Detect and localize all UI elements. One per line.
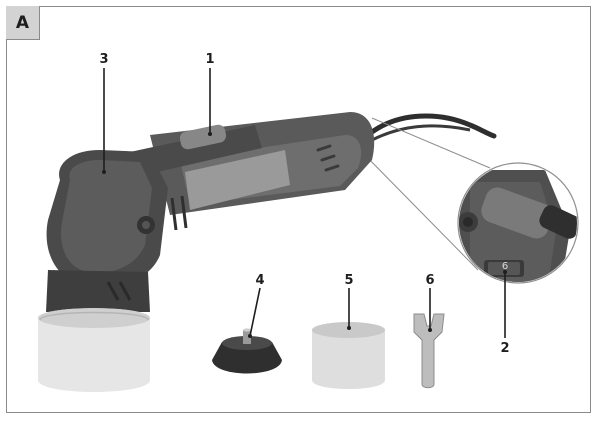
- leader-4: [249, 287, 261, 337]
- zoom-line-bottom: [359, 149, 479, 271]
- panel-label: A: [6, 6, 40, 40]
- figure-frame: [6, 6, 591, 413]
- power-cord: [369, 113, 497, 139]
- callout-3-label: 3: [99, 52, 109, 67]
- polisher-body: [38, 112, 375, 392]
- zoom-inset: [457, 162, 579, 284]
- callout-6-label: 6: [425, 273, 435, 288]
- leader-lines: [103, 68, 506, 338]
- callout-1-label: 1: [205, 52, 215, 67]
- polishing-sponge: [312, 322, 385, 389]
- backing-pad: [212, 328, 282, 374]
- wrench: [413, 313, 445, 389]
- speed-regulator-marking: 6: [501, 261, 509, 272]
- zoom-line-top: [371, 117, 491, 169]
- callout-2-label: 2: [500, 341, 510, 356]
- callout-4-label: 4: [255, 273, 265, 288]
- callout-5-label: 5: [344, 273, 354, 288]
